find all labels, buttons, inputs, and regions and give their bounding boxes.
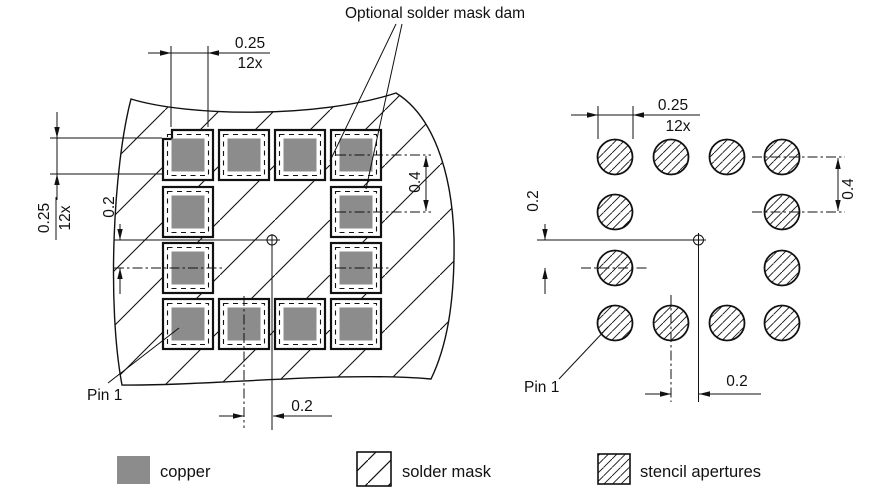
pin1-label: Pin 1 [524,379,559,396]
stencil-aperture-circle [708,138,746,176]
dim-bottom: 0.2 [726,373,748,390]
legend-label-solder-mask: solder mask [402,463,492,481]
dimension-arrowhead [835,158,841,169]
dimension-arrowhead [633,112,644,118]
dim-top-count: 12x [666,118,691,135]
stencil-aperture-circle [596,138,634,176]
pin1-label: Pin 1 [87,387,122,404]
dim-right: 0.4 [840,178,857,200]
stencil-aperture [763,249,801,287]
land-pad [161,128,215,182]
legend-item-solder-mask: solder mask [356,451,492,487]
solder-mask-dam-label: Optional solder mask dam [345,5,525,22]
stencil-aperture [708,304,746,342]
stencil-aperture [596,193,634,231]
aperture-dashed-outline [278,133,322,177]
dim-side-value: 0.25 [36,203,53,233]
dimension-arrowhead [542,268,548,279]
copper-swatch [117,456,150,484]
legend-item-copper: copper [117,456,211,484]
aperture-dashed-outline [334,302,378,346]
dim-right: 0.4 [407,171,424,193]
stencil-aperture [763,138,801,176]
dim-offset-left: 0.2 [101,196,118,218]
stencil-aperture [763,304,801,342]
dimension-arrowhead [117,268,123,279]
left-view-land-pattern [112,92,455,430]
stencil-aperture [596,138,634,176]
land-pad [161,297,215,351]
center-mark [266,234,278,246]
aperture-dashed-outline [222,133,266,177]
land-pad [161,185,215,239]
copper-pad [227,138,261,172]
stencil-aperture [763,193,801,231]
stencil-apertures-swatch [597,453,631,485]
dimension-arrowhead [542,229,548,240]
land-pad [329,297,383,351]
solder-mask-swatch [356,451,392,487]
legend-label-stencil-apertures: stencil apertures [640,463,761,481]
dim-side-count: 12x [57,205,74,230]
dimension-arrowhead [208,50,219,56]
copper-pad [283,307,317,341]
copper-pad [283,138,317,172]
dim-bottom: 0.2 [291,398,313,415]
aperture-dashed-outline [166,302,210,346]
legend: copper solder mask stencil apertures [117,451,761,487]
stencil-aperture-circle [763,304,801,342]
stencil-aperture-circle [652,138,690,176]
dimension-arrowhead [587,112,598,118]
callout-leader-line [365,23,403,190]
header-callout: Optional solder mask dam [329,5,525,190]
dim-top-count: 12x [238,55,263,72]
stencil-aperture-circle [596,193,634,231]
callout-leader-line [329,23,397,162]
land-pad [273,128,327,182]
copper-pad [171,307,205,341]
right-view-stencil [537,138,845,402]
copper-pad [171,138,205,172]
dimension-arrowhead [273,413,284,419]
dimension-arrowhead [117,229,123,240]
land-pad [217,128,271,182]
dimension-arrowhead [160,50,171,56]
land-pad [273,297,327,351]
stencil-aperture-circle [763,138,801,176]
aperture-dashed-outline [166,190,210,234]
stencil-aperture-circle [763,193,801,231]
aperture-dashed-outline [166,133,210,177]
stencil-aperture [652,138,690,176]
dimension-arrowhead [835,200,841,211]
stencil-aperture-circle [596,304,634,342]
legend-label-copper: copper [160,463,211,481]
aperture-dashed-outline [278,302,322,346]
stencil-aperture-circle [708,304,746,342]
dimension-arrowhead [423,200,429,211]
dimension-arrowhead [699,391,710,397]
dimension-arrowhead [423,156,429,167]
pin1-leader-line [107,327,180,384]
dim-left: 0.2 [525,190,542,212]
stencil-aperture-circle [763,249,801,287]
stencil-aperture [596,304,634,342]
dimension-arrowhead [54,174,60,185]
copper-pad [339,307,373,341]
stencil-aperture [708,138,746,176]
dimension-arrowhead [660,391,671,397]
pin1-leader-line [558,326,609,380]
center-mark [693,234,704,246]
dim-top-value: 0.25 [235,35,265,52]
dim-top-value: 0.25 [658,97,688,114]
dimension-arrowhead [233,413,244,419]
dimension-arrowhead [54,127,60,138]
copper-pad [171,195,205,229]
legend-item-stencil-apertures: stencil apertures [597,453,761,485]
